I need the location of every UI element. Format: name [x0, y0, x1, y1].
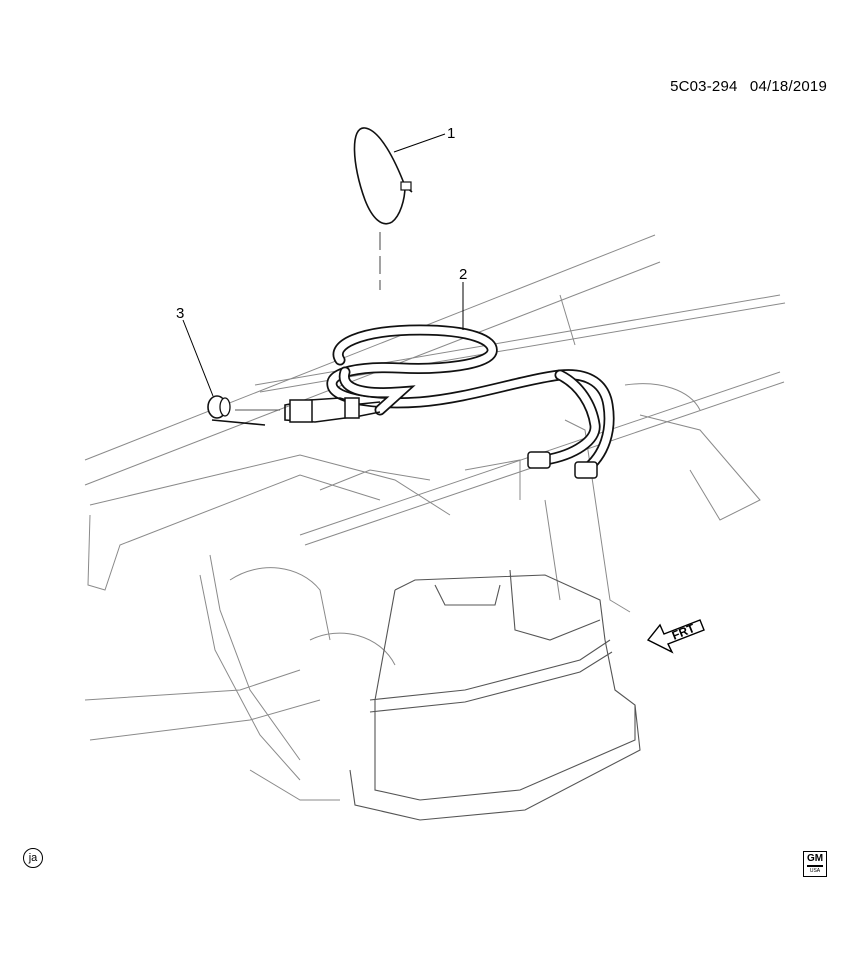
- doc-date: 04/18/2019: [749, 78, 827, 95]
- document-id: 5C03-294 04/18/2019: [670, 78, 827, 95]
- callout-2: 2: [459, 266, 467, 330]
- vehicle-frame: [84, 234, 786, 801]
- part-1-strap: [353, 127, 413, 290]
- callout-number-2: 2: [459, 266, 467, 283]
- language-code-badge: ja: [23, 848, 43, 868]
- gm-logo-sub: USA: [809, 867, 821, 874]
- part-3-grommet: [207, 395, 266, 426]
- gm-logo-letters: GM: [806, 853, 824, 865]
- callout-number-3: 3: [176, 305, 184, 322]
- callout-1: 1: [393, 125, 455, 153]
- battery-housing: [349, 569, 641, 821]
- part-2-hose-assembly: [235, 324, 615, 479]
- doc-code: 5C03-294: [670, 78, 738, 95]
- gm-logo: GM USA: [803, 851, 827, 877]
- callout-number-1: 1: [447, 125, 455, 142]
- callout-3: 3: [176, 305, 214, 397]
- front-direction-arrow: FRT: [646, 619, 705, 654]
